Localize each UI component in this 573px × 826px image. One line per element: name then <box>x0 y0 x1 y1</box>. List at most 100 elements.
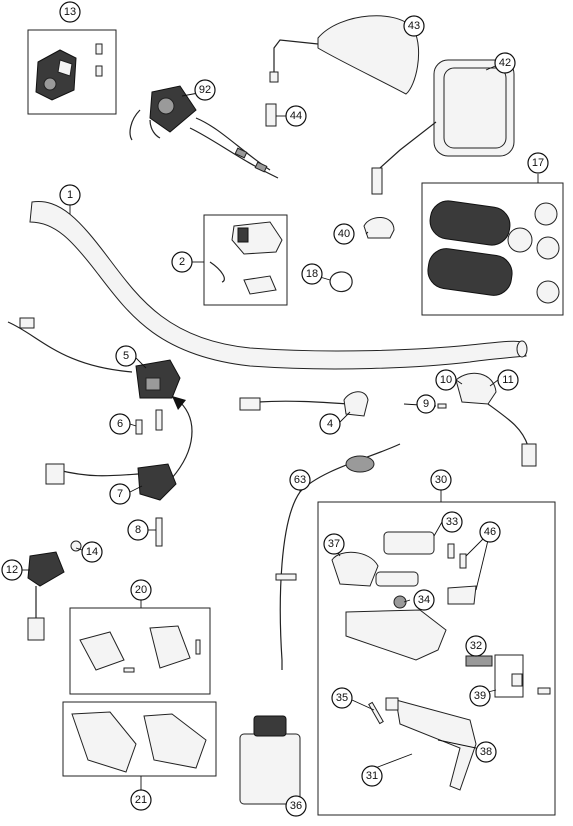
svg-text:5: 5 <box>123 350 129 362</box>
callout-33: 33 <box>441 511 463 533</box>
group-box-20 <box>69 607 211 695</box>
callout-44: 44 <box>285 105 307 127</box>
svg-text:33: 33 <box>446 516 458 528</box>
svg-text:13: 13 <box>64 6 76 18</box>
screw-6b <box>155 409 163 431</box>
callout-36: 36 <box>285 795 307 817</box>
svg-text:14: 14 <box>86 546 98 558</box>
svg-text:9: 9 <box>423 398 429 410</box>
group-box-13 <box>27 29 117 115</box>
callout-12: 12 <box>1 559 23 581</box>
svg-text:12: 12 <box>6 564 18 576</box>
handguards-21 <box>71 711 207 773</box>
group-box-2 <box>203 214 288 306</box>
svg-text:10: 10 <box>440 374 452 386</box>
svg-text:8: 8 <box>135 524 141 536</box>
callout-1: 1 <box>59 184 81 206</box>
callout-2: 2 <box>171 251 193 273</box>
switch-7 <box>45 463 177 501</box>
svg-text:21: 21 <box>135 794 147 806</box>
svg-text:44: 44 <box>290 110 302 122</box>
group-box-30 <box>317 501 556 816</box>
svg-text:37: 37 <box>328 538 340 550</box>
switch-bracket-2 <box>209 221 283 295</box>
oil-bottle-36 <box>239 715 301 805</box>
callout-8: 8 <box>127 519 149 541</box>
throttle-assembly-92 <box>129 85 279 179</box>
svg-text:40: 40 <box>338 228 350 240</box>
svg-text:43: 43 <box>408 20 420 32</box>
switch-12 <box>27 540 82 641</box>
svg-text:39: 39 <box>474 690 486 702</box>
callout-5: 5 <box>115 345 137 367</box>
svg-text:7: 7 <box>117 488 123 500</box>
clamp-40 <box>363 217 395 239</box>
callout-20: 20 <box>130 579 152 601</box>
assembly-arrow <box>171 401 193 479</box>
master-cylinder-30 <box>331 531 551 791</box>
svg-text:18: 18 <box>306 268 318 280</box>
svg-text:4: 4 <box>327 418 333 430</box>
callout-21: 21 <box>130 789 152 811</box>
callout-63: 63 <box>289 469 311 491</box>
callout-11: 11 <box>497 369 519 391</box>
callout-32: 32 <box>465 635 487 657</box>
group-box-39 <box>494 654 524 698</box>
svg-text:46: 46 <box>484 526 496 538</box>
spring-18 <box>329 271 353 293</box>
svg-text:17: 17 <box>532 157 544 169</box>
group-box-21 <box>62 701 217 777</box>
callout-43: 43 <box>403 15 425 37</box>
svg-text:31: 31 <box>366 770 378 782</box>
svg-text:92: 92 <box>199 84 211 96</box>
svg-text:6: 6 <box>117 418 123 430</box>
switch-4 <box>239 391 369 417</box>
callout-4: 4 <box>319 413 341 435</box>
callout-38: 38 <box>475 741 497 763</box>
callout-13: 13 <box>59 1 81 23</box>
callout-31: 31 <box>361 765 383 787</box>
callout-92: 92 <box>194 79 216 101</box>
svg-text:63: 63 <box>294 474 306 486</box>
handlebar-end-right <box>516 340 528 358</box>
callout-17: 17 <box>527 152 549 174</box>
callout-30: 30 <box>430 469 452 491</box>
svg-text:20: 20 <box>135 584 147 596</box>
grips-17 <box>427 200 560 304</box>
callout-9: 9 <box>416 394 436 414</box>
clutch-line-63 <box>275 443 401 670</box>
handguard-mount-20 <box>79 625 201 673</box>
callout-6: 6 <box>109 413 131 435</box>
callout-10: 10 <box>435 369 457 391</box>
svg-text:2: 2 <box>179 256 185 268</box>
callout-37: 37 <box>323 533 345 555</box>
callout-39: 39 <box>469 685 491 707</box>
callout-46: 46 <box>479 521 501 543</box>
callout-7: 7 <box>109 483 131 505</box>
callout-42: 42 <box>494 52 516 74</box>
svg-text:32: 32 <box>470 640 482 652</box>
callout-34: 34 <box>413 589 435 611</box>
mirror-43 <box>265 15 420 127</box>
mirror-42 <box>371 59 515 195</box>
screw-6 <box>135 419 143 435</box>
svg-text:34: 34 <box>418 594 430 606</box>
switch-10-11 <box>437 372 537 467</box>
svg-text:35: 35 <box>336 692 348 704</box>
svg-text:11: 11 <box>502 374 513 386</box>
svg-text:1: 1 <box>67 189 73 201</box>
screw-8 <box>155 517 163 547</box>
svg-text:30: 30 <box>435 474 447 486</box>
svg-text:42: 42 <box>499 57 511 69</box>
switch-13 <box>35 43 103 101</box>
svg-text:36: 36 <box>290 800 302 812</box>
callout-40: 40 <box>333 223 355 245</box>
callout-14: 14 <box>81 541 103 563</box>
callout-18: 18 <box>301 263 323 285</box>
svg-text:38: 38 <box>480 746 492 758</box>
assembly-arrow-head <box>172 396 186 410</box>
switch-5 <box>7 317 181 399</box>
group-box-17 <box>421 182 564 316</box>
callout-35: 35 <box>331 687 353 709</box>
